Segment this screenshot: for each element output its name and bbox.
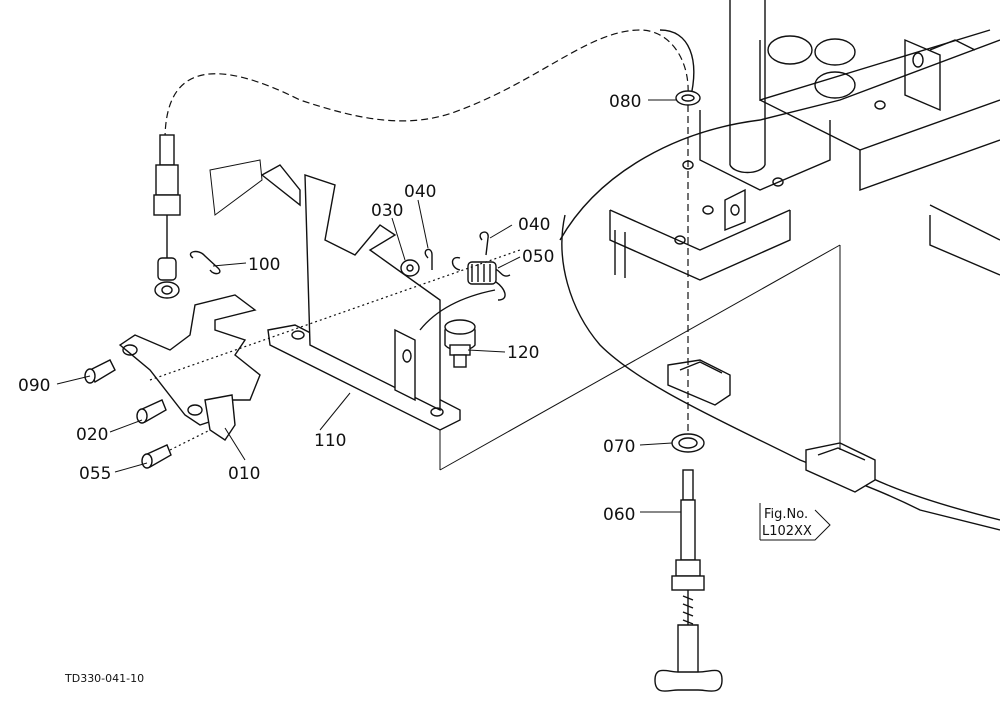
part-number-030: 030 bbox=[371, 201, 403, 221]
part-number-040-b: 040 bbox=[518, 215, 550, 235]
cable-end bbox=[153, 134, 181, 299]
bolt-120 bbox=[444, 319, 476, 368]
drawing-code: TD330-041-10 bbox=[64, 672, 144, 685]
part-number-050: 050 bbox=[522, 247, 554, 267]
cable bbox=[164, 29, 689, 141]
leader-lines bbox=[56, 99, 681, 513]
part-number-060: 060 bbox=[603, 505, 635, 525]
part-number-055: 055 bbox=[79, 464, 111, 484]
clip-100 bbox=[189, 250, 221, 275]
bracket-110 bbox=[209, 159, 461, 470]
part-number-100: 100 bbox=[248, 255, 280, 275]
part-number-020: 020 bbox=[76, 425, 108, 445]
fig-reference-label: Fig.No. bbox=[764, 507, 808, 522]
washer-030 bbox=[400, 259, 420, 277]
assembly-line bbox=[149, 249, 521, 381]
washer-070 bbox=[671, 433, 705, 453]
pin-020 bbox=[136, 399, 167, 424]
part-number-120: 120 bbox=[507, 343, 539, 363]
pin-040-b bbox=[479, 231, 489, 256]
lever-plate-010 bbox=[118, 294, 261, 441]
part-number-010: 010 bbox=[228, 464, 260, 484]
pin-090 bbox=[84, 359, 116, 384]
part-number-090: 090 bbox=[18, 376, 50, 396]
knob-rod-060 bbox=[654, 469, 723, 692]
machine-frame bbox=[439, 0, 1000, 531]
pin-040-a bbox=[424, 248, 433, 270]
ring-080 bbox=[675, 90, 701, 106]
part-number-110: 110 bbox=[314, 431, 346, 451]
part-number-070: 070 bbox=[603, 437, 635, 457]
spring-050 bbox=[419, 256, 511, 331]
pin-055 bbox=[141, 444, 172, 469]
reference-box bbox=[759, 503, 831, 541]
part-number-040-a: 040 bbox=[404, 182, 436, 202]
fig-reference-number: L102XX bbox=[762, 524, 812, 539]
part-number-080: 080 bbox=[609, 92, 641, 112]
